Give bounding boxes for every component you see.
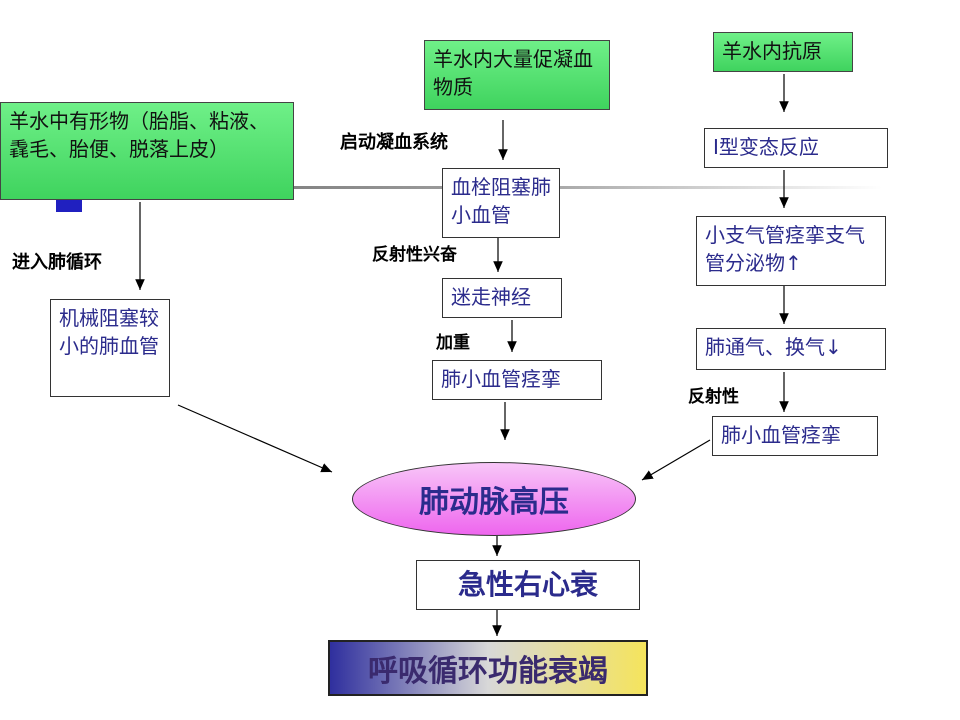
- node-mechanical: 机械阻塞较小的肺血管: [50, 299, 170, 397]
- node-bronchospasm: 小支气管痉挛支气管分泌物↑: [696, 216, 886, 286]
- node-coagulants: 羊水内大量促凝血物质: [424, 40, 610, 110]
- label-aggravate: 加重: [436, 333, 470, 353]
- accent-bar: [56, 198, 82, 212]
- node-vagus: 迷走神经: [442, 278, 562, 318]
- label-reflexive: 反射性: [688, 387, 739, 407]
- arrow-rspasm-to-pah: [641, 439, 711, 481]
- node-ventilation: 肺通气、换气↓: [696, 328, 886, 370]
- node-antigen: 羊水内抗原: [713, 32, 853, 72]
- label-start-coagulation: 启动凝血系统: [340, 132, 448, 153]
- node-failure: 呼吸循环功能衰竭: [328, 640, 648, 696]
- node-rhf: 急性右心衰: [416, 560, 640, 610]
- arrow-mechanical-to-pah: [177, 404, 333, 473]
- label-reflex-excite: 反射性兴奋: [372, 245, 457, 265]
- node-vessel-spasm-mid: 肺小血管痉挛: [432, 360, 602, 400]
- node-type1: I型变态反应: [704, 128, 888, 168]
- node-vessel-spasm-right: 肺小血管痉挛: [712, 416, 878, 456]
- node-formed-matter: 羊水中有形物（胎脂、粘液、毳毛、胎便、脱落上皮）: [0, 102, 294, 200]
- node-pah: 肺动脉高压: [352, 462, 636, 536]
- label-enter-circulation: 进入肺循环: [12, 252, 102, 273]
- node-thrombus: 血栓阻塞肺小血管: [442, 168, 560, 238]
